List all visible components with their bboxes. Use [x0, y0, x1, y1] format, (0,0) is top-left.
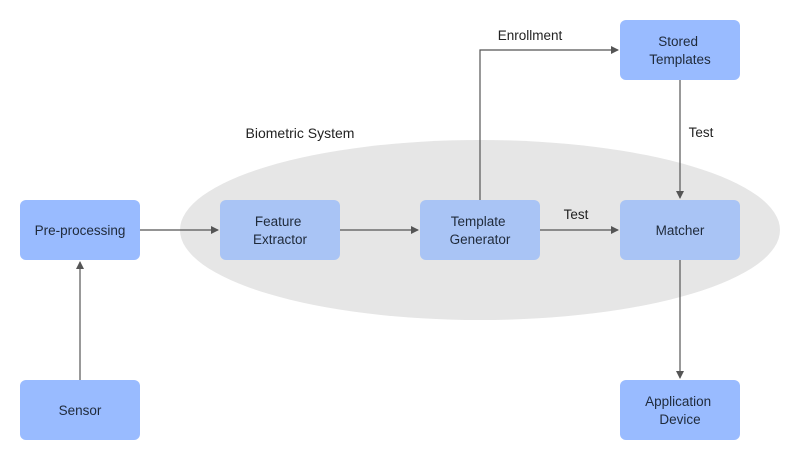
node-feature-extractor-box — [220, 200, 340, 260]
node-sensor: Sensor — [20, 380, 140, 440]
node-template-generator-label: Template Generator — [450, 214, 511, 247]
node-stored-templates: Stored Templates — [620, 20, 740, 80]
node-feature-extractor: Feature Extractor — [220, 200, 340, 260]
node-feature-extractor-label: Feature Extractor — [253, 214, 308, 247]
edge-label-test-stored-matcher: Test — [689, 125, 714, 140]
node-application-device-box — [620, 380, 740, 440]
node-matcher-box — [620, 200, 740, 260]
node-sensor-label: Sensor — [59, 403, 102, 418]
node-feature-extractor-line-1: Feature — [255, 214, 302, 229]
node-template-generator: Template Generator — [420, 200, 540, 260]
node-pre-processing: Pre-processing — [20, 200, 140, 260]
node-stored-templates-line-1: Stored — [658, 34, 698, 49]
node-matcher: Matcher — [620, 200, 740, 260]
node-pre-processing-label: Pre-processing — [35, 223, 126, 238]
edge-label-enrollment: Enrollment — [498, 28, 563, 43]
node-template-generator-line-2: Generator — [450, 232, 511, 247]
node-matcher-label: Matcher — [656, 223, 705, 238]
node-pre-processing-box — [20, 200, 140, 260]
biometric-system-label: Biometric System — [246, 125, 355, 141]
node-template-generator-box — [420, 200, 540, 260]
edge-enrollment — [479, 46, 619, 200]
node-feature-extractor-line-2: Extractor — [253, 232, 308, 247]
node-sensor-box — [20, 380, 140, 440]
node-application-device-line-2: Device — [659, 412, 700, 427]
node-stored-templates-label: Stored Templates — [649, 34, 711, 67]
node-stored-templates-box — [620, 20, 740, 80]
node-stored-templates-line-2: Templates — [649, 52, 711, 67]
node-application-device-line-1: Application — [645, 394, 711, 409]
edge-label-test-generator-matcher: Test — [564, 207, 589, 222]
node-template-generator-line-1: Template — [451, 214, 506, 229]
node-application-device: Application Device — [620, 380, 740, 440]
edges — [76, 46, 684, 380]
node-application-device-label: Application Device — [645, 394, 715, 427]
